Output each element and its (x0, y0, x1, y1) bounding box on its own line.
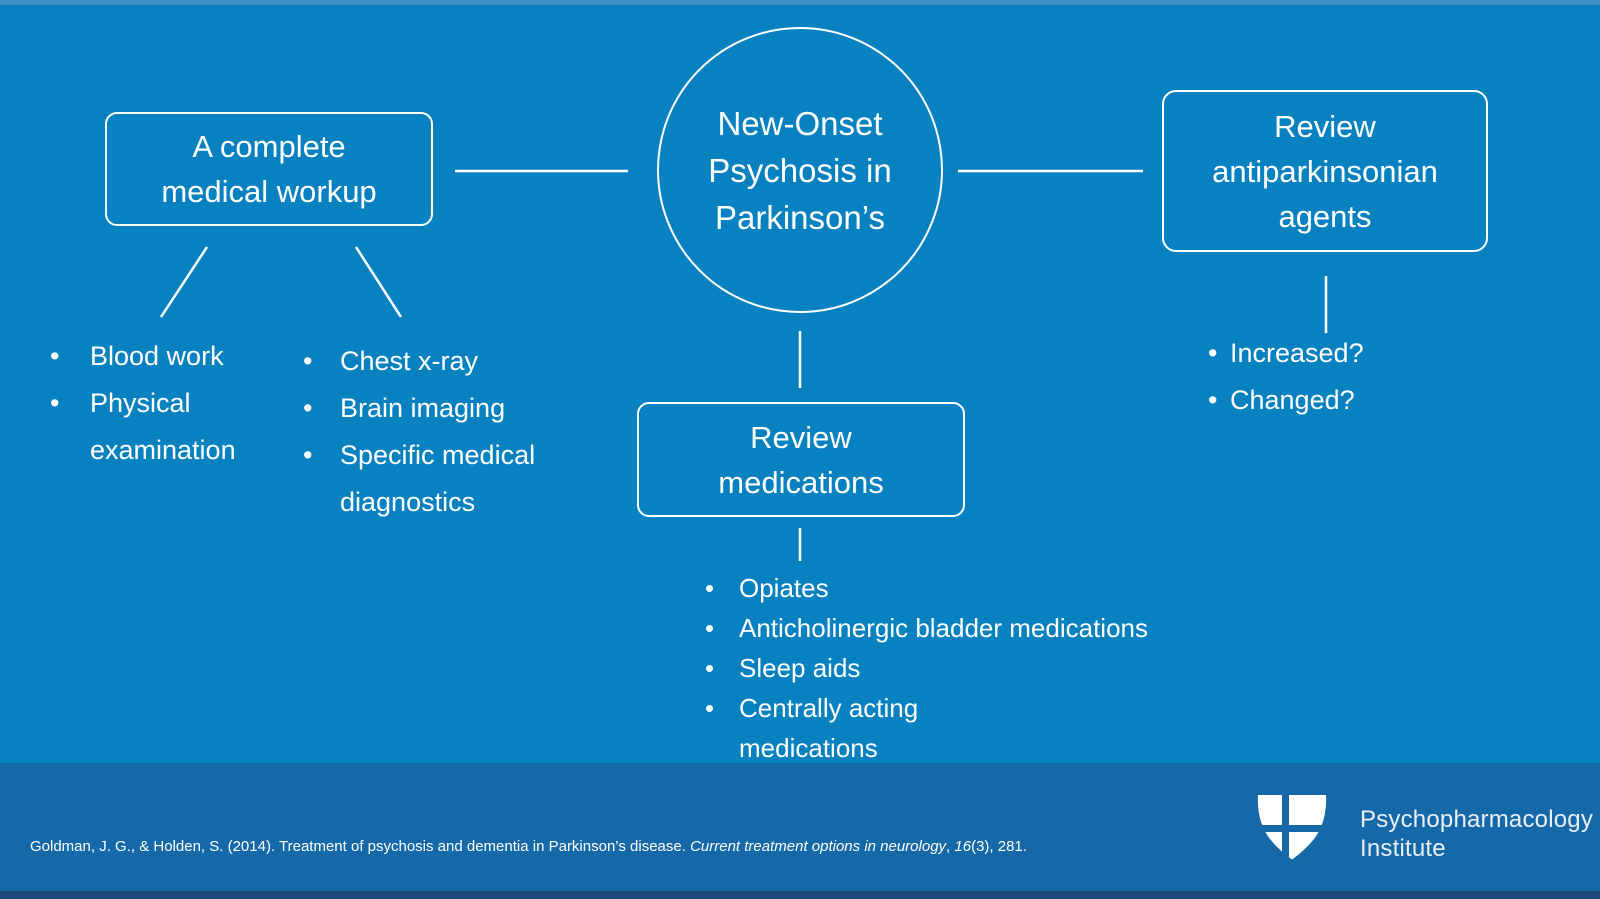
circle-title-line: New-Onset (717, 104, 883, 142)
node-review-medications: Review medications (637, 402, 965, 517)
top-edge-strip (0, 0, 1600, 5)
list-item: Changed? (1208, 377, 1438, 424)
logo-line2: Institute (1360, 835, 1446, 862)
footer-band (0, 763, 1600, 891)
agents-box-line: Review (1274, 108, 1376, 144)
connector-workup-list2 (354, 246, 403, 318)
list-item: Sleep aids (705, 648, 1250, 688)
logo-wordmark: Psychopharmacology Institute (1360, 805, 1593, 863)
list-item: Physical examination (50, 380, 290, 474)
list-item: Increased? (1208, 330, 1438, 377)
circle-title-line: Parkinson’s (715, 198, 885, 236)
list-item: Opiates (705, 568, 1250, 608)
psychopharmacology-institute-logo: Psychopharmacology Institute (1253, 793, 1593, 863)
citation-text: , (946, 838, 955, 855)
citation-text: Goldman, J. G., & Holden, S. (2014). Tre… (30, 838, 691, 855)
medications-box-line: medications (718, 464, 884, 500)
list-item: Specific medical diagnostics (303, 432, 573, 526)
medications-bullet-list: Opiates Anticholinergic bladder medicati… (705, 568, 1250, 768)
agents-box-line: agents (1278, 198, 1372, 234)
bottom-edge-strip (0, 891, 1600, 899)
logo-line1: Psychopharmacology (1360, 806, 1594, 833)
citation-volume-italic: 16 (954, 838, 972, 855)
shield-cross-icon (1253, 793, 1331, 863)
citation-text: (3), 281. (971, 838, 1027, 855)
agents-box-line: antiparkinsonian (1212, 153, 1438, 189)
connector-workup-list1 (159, 246, 209, 318)
central-node-new-onset-psychosis: New-Onset Psychosis in Parkinson’s (657, 27, 943, 313)
medications-box-line: Review (750, 419, 852, 455)
citation-journal-italic: Current treatment options in neurology (690, 838, 947, 855)
agents-bullet-list: Increased? Changed? (1208, 330, 1438, 424)
node-review-antiparkinsonian-agents: Review antiparkinsonian agents (1162, 90, 1488, 252)
node-complete-medical-workup: A complete medical workup (105, 112, 433, 226)
workup-box-line: medical workup (161, 174, 377, 209)
citation: Goldman, J. G., & Holden, S. (2014). Tre… (30, 837, 1027, 856)
workup-bullet-list-col1: Blood work Physical examination (50, 333, 290, 474)
workup-bullet-list-col2: Chest x-ray Brain imaging Specific medic… (303, 338, 573, 526)
list-item: Blood work (50, 333, 290, 380)
list-item: Centrally acting medications (705, 688, 1250, 768)
list-item: Anticholinergic bladder medications (705, 608, 1250, 648)
circle-title-line: Psychosis in (708, 151, 892, 189)
workup-box-line: A complete (192, 129, 346, 164)
list-item: Brain imaging (303, 385, 573, 432)
list-item: Chest x-ray (303, 338, 573, 385)
